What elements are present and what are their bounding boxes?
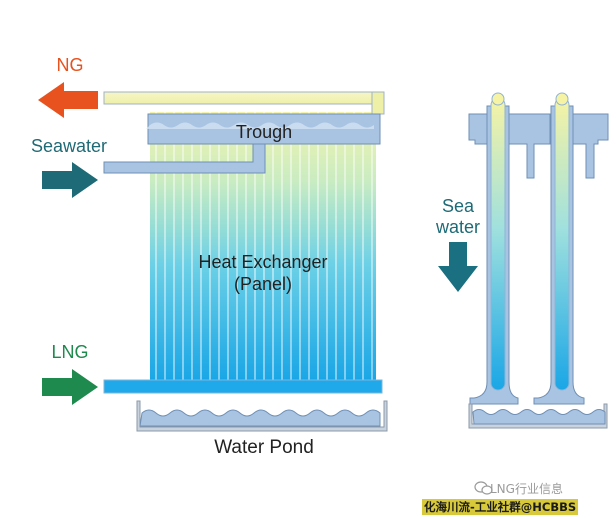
arrow-down-icon — [438, 242, 478, 292]
wechat-icon — [474, 481, 493, 495]
heat-exchanger-label: Heat Exchanger — [198, 252, 327, 272]
water-label: water — [435, 217, 480, 237]
seawater-inlet-pipe — [103, 143, 266, 174]
trough — [146, 113, 381, 145]
panel-tubes — [155, 104, 373, 382]
ng-label: NG — [57, 55, 84, 75]
watermark-credit: 化海川流-工业社群@HCBBS — [422, 499, 579, 515]
sea-label: Sea — [442, 196, 475, 216]
seawater-label: Seawater — [31, 136, 107, 156]
lng-header-pipe — [103, 379, 383, 394]
watermark-channel: LNG行业信息 — [490, 482, 563, 496]
trough-label: Trough — [236, 122, 292, 142]
arrow-right-icon — [42, 369, 98, 405]
lng-label: LNG — [51, 342, 88, 362]
cross-section — [468, 92, 609, 429]
water-pond — [136, 400, 388, 432]
panel-label: (Panel) — [234, 274, 292, 294]
ng-header-pipe — [103, 91, 385, 115]
water-pond-label: Water Pond — [214, 437, 314, 458]
arrow-left-icon — [38, 82, 98, 118]
arrow-right-icon — [42, 162, 98, 198]
